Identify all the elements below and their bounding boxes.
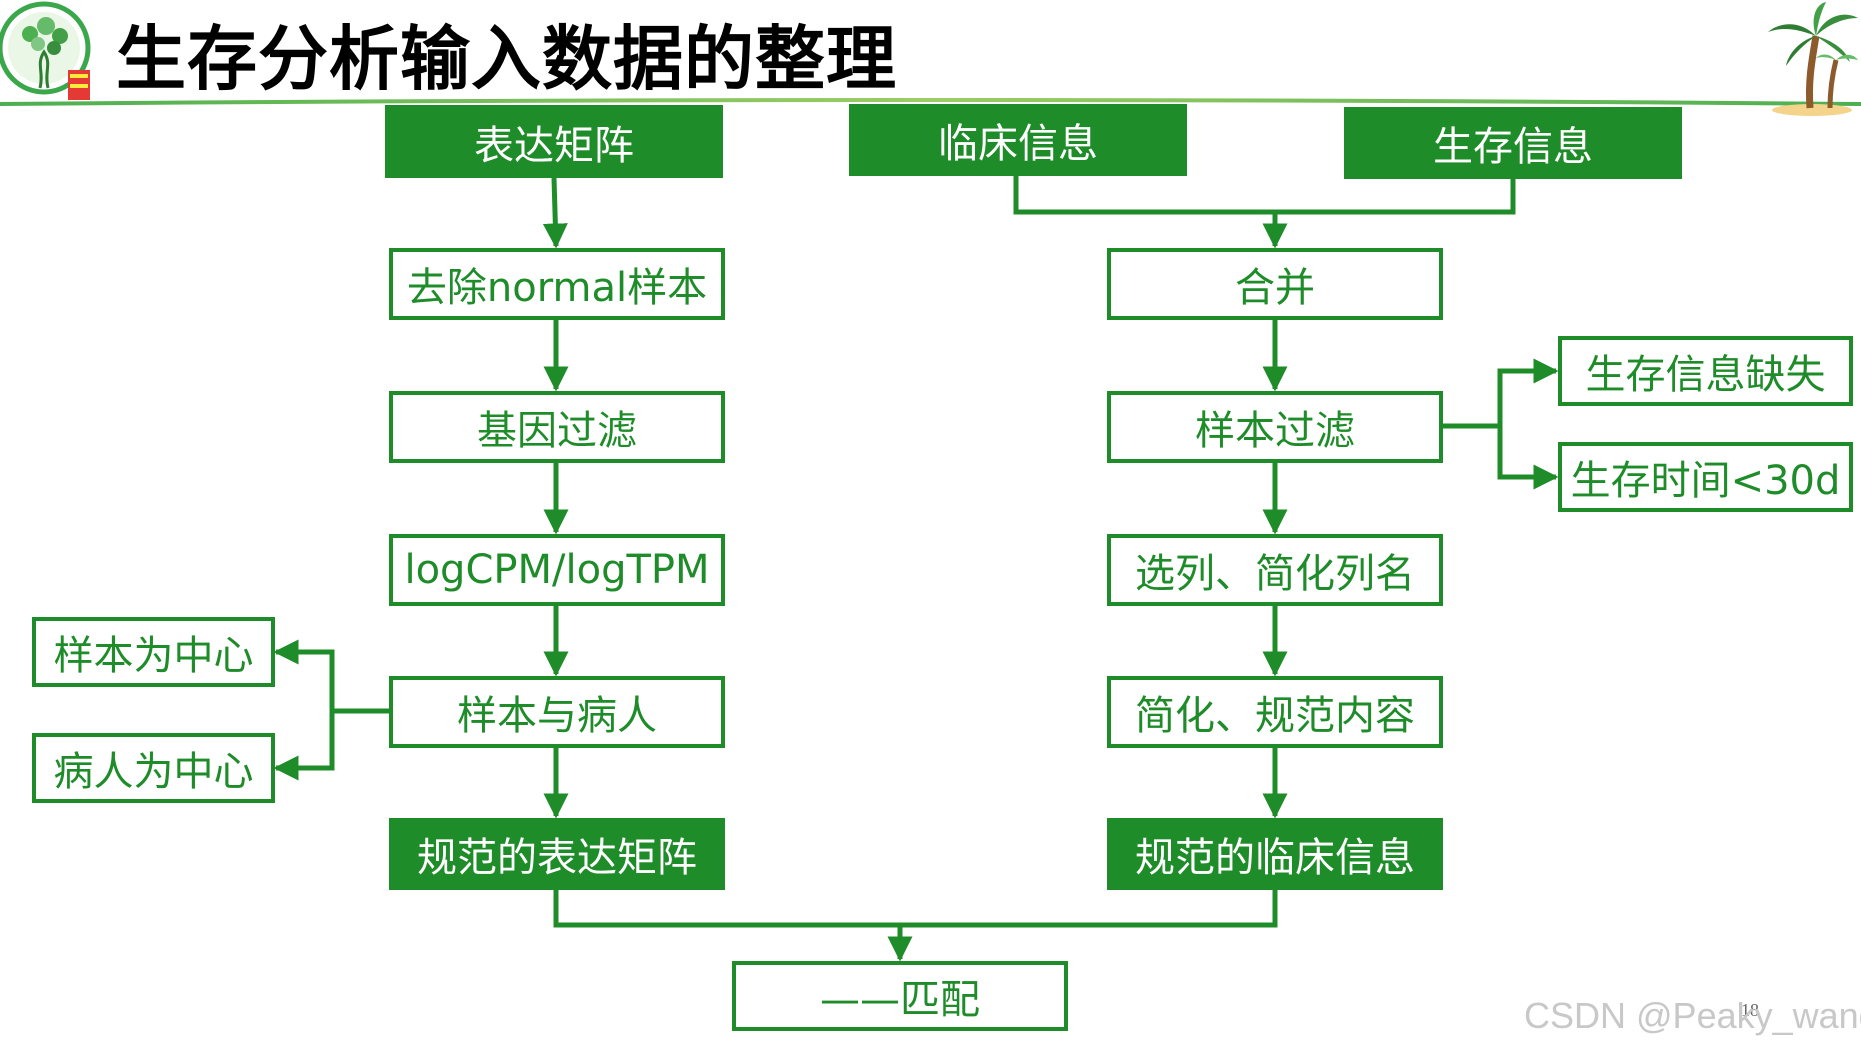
node-log-cpm: logCPM/logTPM	[389, 534, 725, 606]
edge-sample-patient-to-patient-centric	[273, 711, 335, 781]
node-expression-matrix: 表达矩阵	[385, 105, 723, 178]
node-survival-info: 生存信息	[1344, 107, 1682, 179]
node-remove-normal: 去除normal样本	[389, 248, 725, 320]
palm-tree-icon	[1768, 2, 1858, 116]
page-number: 18	[1741, 1000, 1759, 1020]
node-sample-centric: 样本为中心	[32, 617, 275, 687]
node-sample-filter: 样本过滤	[1107, 391, 1443, 463]
edge-normalized-expression-to-match	[553, 890, 1278, 928]
node-simplify-content: 简化、规范内容	[1107, 676, 1443, 748]
node-normalized-expression: 规范的表达矩阵	[389, 818, 725, 890]
node-survival-short: 生存时间<30d	[1558, 442, 1853, 512]
edge-sample-filter-to-survival-missing	[1443, 358, 1559, 429]
node-clinical-info: 临床信息	[849, 104, 1187, 176]
node-survival-missing: 生存信息缺失	[1558, 336, 1853, 406]
node-sample-patient: 样本与病人	[389, 676, 725, 748]
edge-clinical-to-merge	[1013, 176, 1275, 215]
watermark: CSDN @Peaky_wang	[1524, 995, 1861, 1036]
edge-sample-patient-to-sample-centric	[273, 639, 389, 714]
node-gene-filter: 基因过滤	[389, 391, 725, 463]
node-patient-centric: 病人为中心	[32, 733, 275, 803]
node-select-columns: 选列、简化列名	[1107, 534, 1443, 606]
title-divider	[0, 98, 1861, 106]
edge-sample-filter-to-survival-short	[1497, 426, 1559, 490]
node-normalized-clinical: 规范的临床信息	[1107, 818, 1443, 890]
page-title: 生存分析输入数据的整理	[116, 18, 897, 100]
edge-expression-to-remove-normal	[542, 177, 568, 249]
node-merge: 合并	[1107, 248, 1443, 320]
node-match: ——匹配	[732, 961, 1068, 1031]
edge-survival-to-merge	[1275, 178, 1516, 215]
tree-dna-logo-icon	[0, 1, 91, 100]
